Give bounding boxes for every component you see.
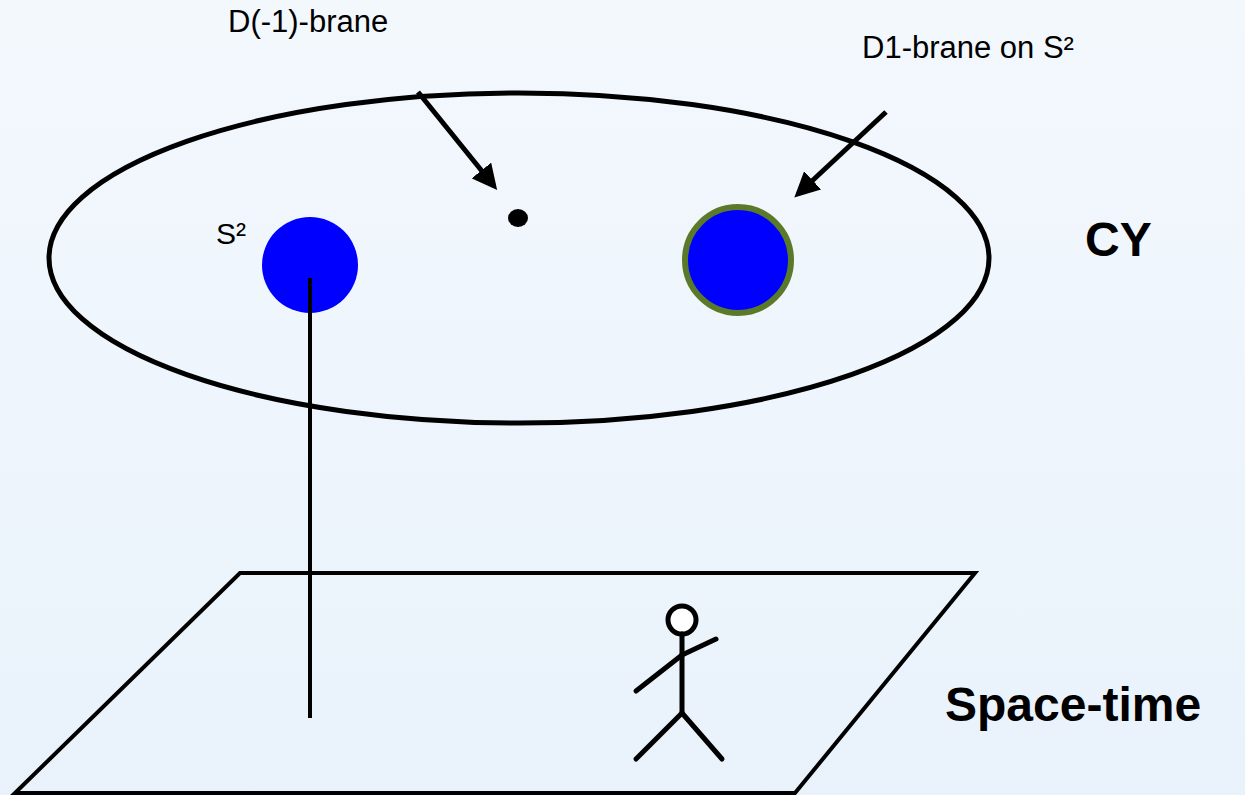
d1-brane-sphere — [685, 207, 791, 313]
sphere-cycle: S² — [262, 217, 358, 313]
leader-arrow — [418, 92, 494, 186]
calabi-yau-region-outline — [45, 88, 1205, 433]
d-instanton-dot — [508, 209, 528, 227]
figure-limb — [680, 634, 685, 713]
figure-limb — [636, 713, 682, 759]
spacetime-plane — [15, 573, 975, 793]
projection-line — [308, 278, 312, 313]
sphere-disc — [262, 217, 358, 313]
projection-line — [308, 313, 312, 573]
stick-figure — [636, 606, 722, 759]
calabi-yau-outline — [49, 93, 989, 423]
node-label: CY — [1085, 212, 1152, 267]
sphere-cycle-outline — [262, 217, 358, 313]
projection-line — [308, 573, 312, 718]
spacetime-plane: Space-time — [0, 573, 1245, 795]
node-label: Space-time — [945, 677, 1201, 732]
figure-head — [668, 606, 696, 634]
callout-label: D(-1)-brane — [228, 4, 388, 40]
callout-label: D1-brane on S² — [862, 30, 1074, 66]
calabi-yau-region: CY S² — [45, 88, 1205, 433]
leader-arrow — [798, 112, 886, 194]
figure-limb — [682, 639, 716, 655]
figure-limb — [636, 655, 682, 691]
figure-limb — [682, 713, 722, 759]
node-label: S² — [216, 217, 246, 252]
